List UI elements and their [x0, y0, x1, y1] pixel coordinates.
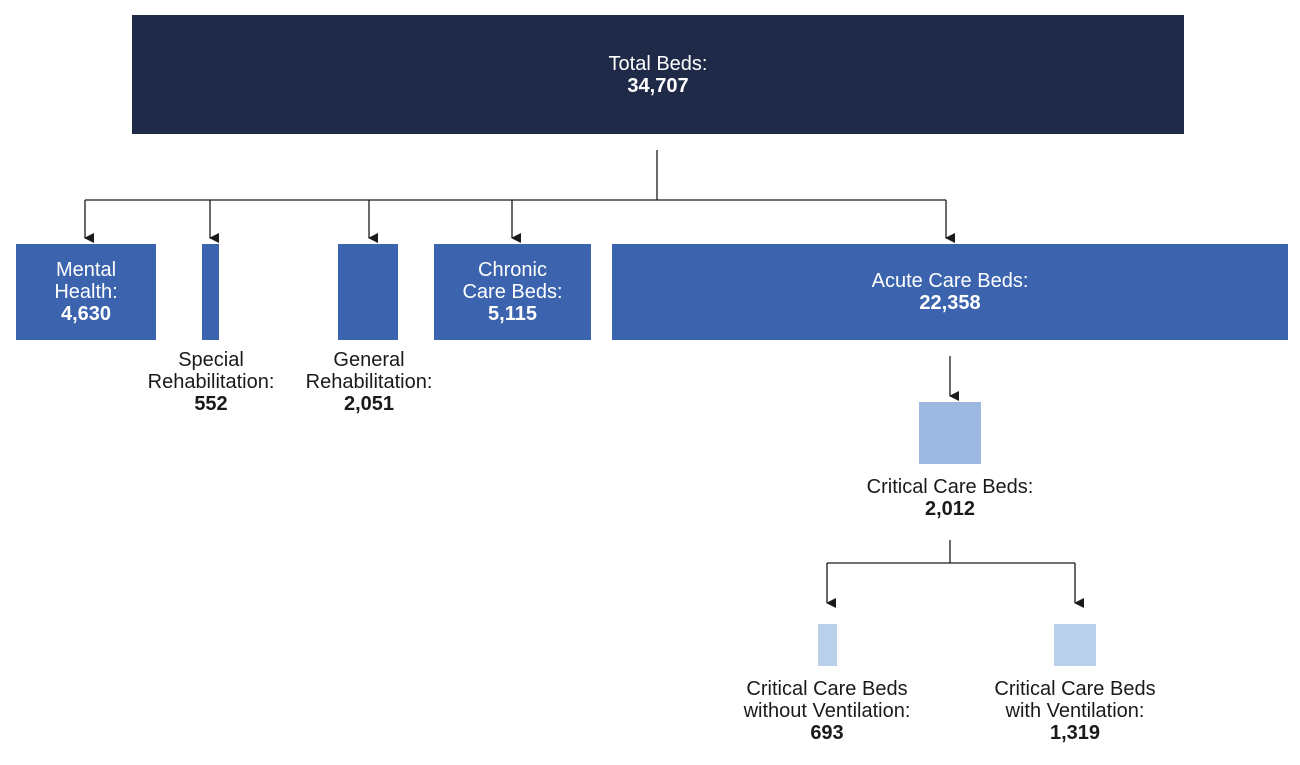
critical-with-vent-box — [1054, 624, 1096, 666]
special-rehab-box — [202, 244, 219, 340]
total-beds-label: Total Beds: — [608, 52, 708, 75]
general-rehab-box — [338, 244, 398, 340]
critical-with-vent-caption: Critical Care Beds with Ventilation: 1,3… — [955, 678, 1195, 744]
special-rehab-label-line2: Rehabilitation: — [147, 371, 275, 393]
chronic-care-box: Chronic Care Beds: 5,115 — [434, 244, 591, 340]
chronic-care-label-line1: Chronic — [478, 259, 547, 281]
mental-health-value: 4,630 — [60, 303, 112, 325]
mental-health-label-line2: Health: — [54, 281, 118, 303]
special-rehab-label-line1: Special — [178, 349, 244, 371]
acute-care-label: Acute Care Beds: — [871, 270, 1029, 292]
critical-without-vent-label-line1: Critical Care Beds — [746, 678, 908, 700]
chronic-care-label-line2: Care Beds: — [462, 281, 563, 303]
mental-health-label-line1: Mental — [55, 259, 117, 281]
general-rehab-label-line2: Rehabilitation: — [305, 371, 433, 393]
critical-without-vent-label-line2: without Ventilation: — [743, 700, 911, 722]
critical-care-box — [919, 402, 981, 464]
special-rehab-value: 552 — [194, 393, 228, 415]
general-rehab-caption: General Rehabilitation: 2,051 — [288, 349, 450, 415]
acute-care-box: Acute Care Beds: 22,358 — [612, 244, 1288, 340]
critical-care-caption: Critical Care Beds: 2,012 — [830, 476, 1070, 520]
general-rehab-value: 2,051 — [343, 393, 395, 415]
total-beds-value: 34,707 — [627, 74, 689, 97]
critical-with-vent-label-line1: Critical Care Beds — [994, 678, 1156, 700]
chronic-care-value: 5,115 — [488, 303, 537, 325]
critical-without-vent-caption: Critical Care Beds without Ventilation: … — [707, 678, 947, 744]
mental-health-box: Mental Health: 4,630 — [16, 244, 156, 340]
special-rehab-caption: Special Rehabilitation: 552 — [130, 349, 292, 415]
general-rehab-label-line1: General — [333, 349, 405, 371]
critical-without-vent-value: 693 — [810, 722, 844, 744]
critical-with-vent-label-line2: with Ventilation: — [1005, 700, 1145, 722]
total-beds-box: Total Beds: 34,707 — [132, 15, 1184, 134]
critical-care-label: Critical Care Beds: — [866, 476, 1034, 498]
critical-with-vent-value: 1,319 — [1049, 722, 1101, 744]
critical-without-vent-box — [818, 624, 837, 666]
critical-care-value: 2,012 — [924, 498, 976, 520]
acute-care-value: 22,358 — [919, 292, 981, 314]
